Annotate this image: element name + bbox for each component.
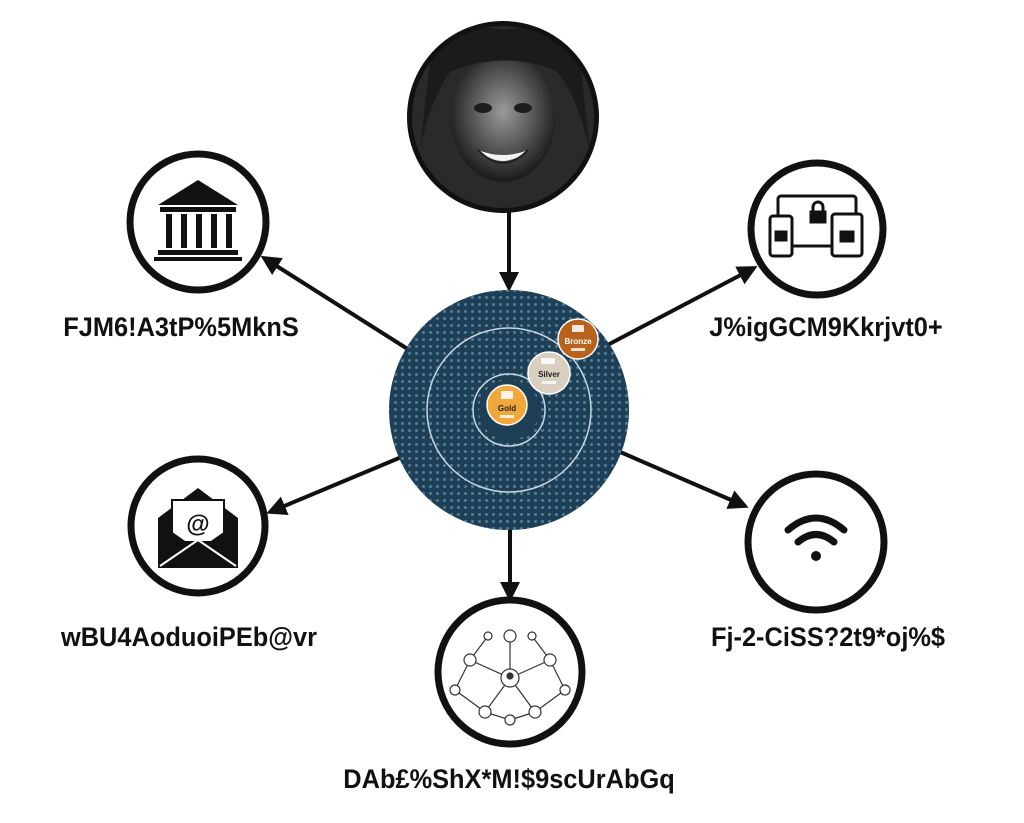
wifi-icon <box>784 514 848 561</box>
devices-password-label: J%igGCM9Kkrjvt0+ <box>709 312 943 342</box>
wifi-password-label: Fj-2-CiSS?2t9*oj%$ <box>710 622 946 652</box>
email-password-label: wBU4AoduoiPEb@vr <box>60 622 318 652</box>
bronze-label: Bronze <box>564 337 592 346</box>
gold-badge: Gold <box>486 384 528 426</box>
gold-label: Gold <box>498 404 516 413</box>
email-icon: @ <box>158 488 238 568</box>
wifi-node <box>744 470 888 614</box>
bank-password-label: FJM6!A3tP%5MknS <box>63 312 299 342</box>
person-photo <box>407 21 599 213</box>
devices-node <box>747 159 887 299</box>
locked-devices-icon <box>768 194 864 258</box>
network-password-label: DAb£%ShX*M!$9scUrAbGq <box>343 764 675 794</box>
svg-text:@: @ <box>186 511 209 538</box>
bank-icon <box>154 180 242 261</box>
bank-node <box>126 150 270 294</box>
silver-label: Silver <box>538 370 560 379</box>
email-node: @ <box>127 455 269 597</box>
bronze-badge: Bronze <box>557 318 599 360</box>
silver-badge: Silver <box>527 351 571 395</box>
network-icon <box>449 629 571 726</box>
arrow-hub-to-devices <box>597 266 758 352</box>
network-node <box>434 596 586 748</box>
tier-hub: Gold Silver Bronze <box>389 290 629 530</box>
